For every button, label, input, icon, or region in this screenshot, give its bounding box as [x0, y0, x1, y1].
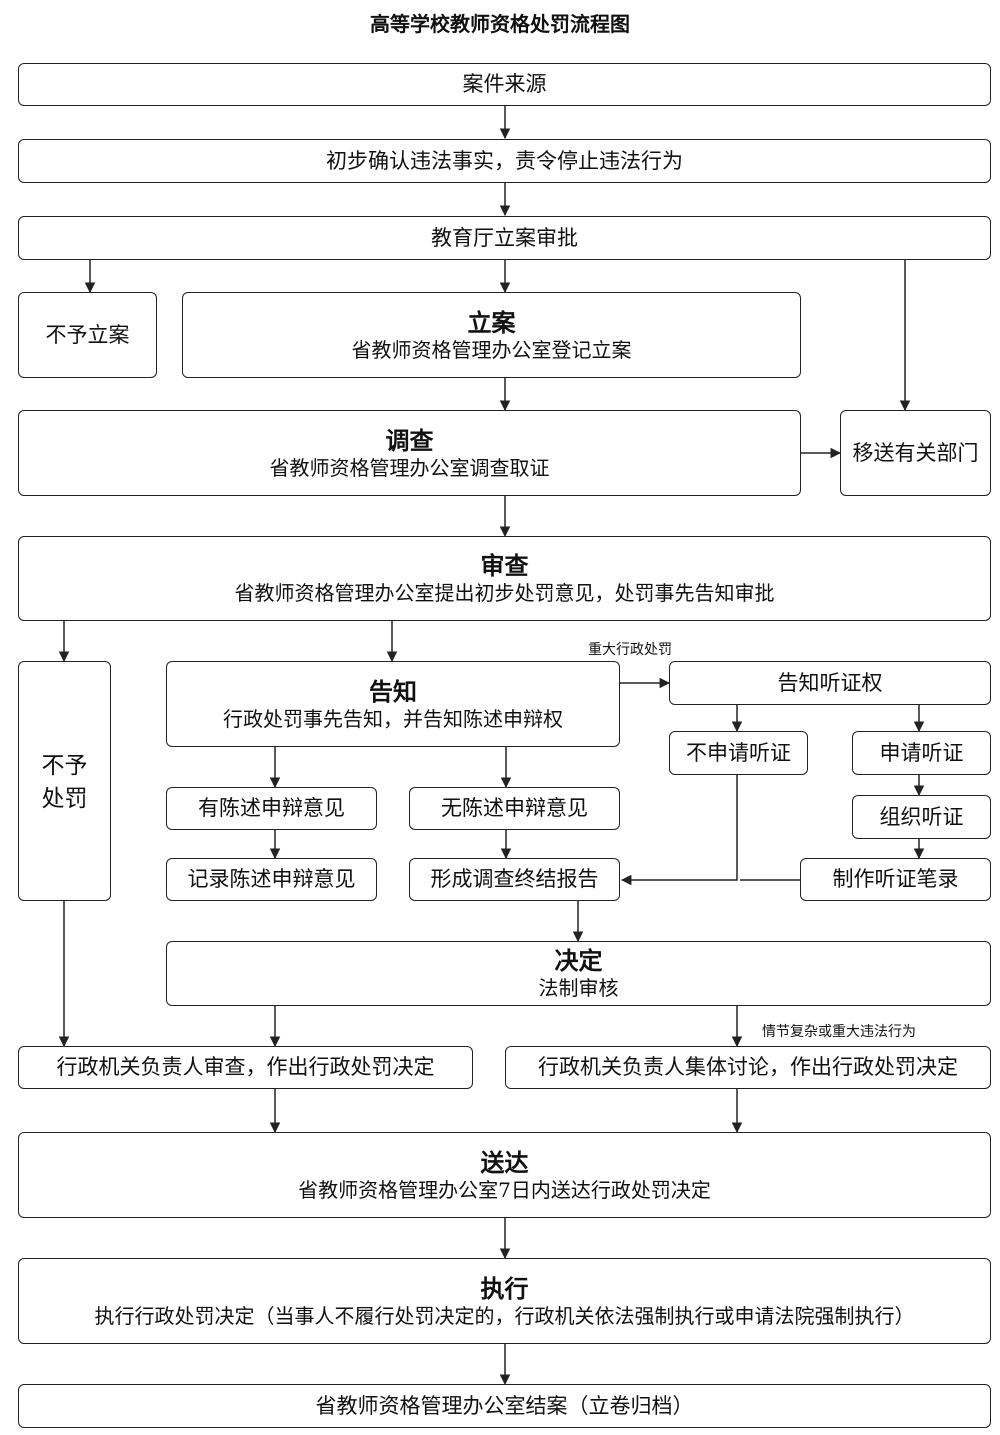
node-has-statement: 有陈述申辩意见: [166, 787, 377, 830]
node-record-statement: 记录陈述申辩意见: [166, 858, 377, 901]
node-execute: 执行 执行行政处罚决定（当事人不履行处罚决定的，行政机关依法强制执行或申请法院强…: [18, 1258, 991, 1344]
node-deliver-detail: 省教师资格管理办公室7日内送达行政处罚决定: [298, 1177, 711, 1202]
node-has-statement-label: 有陈述申辩意见: [198, 796, 345, 821]
arrow-nohearing-report: [620, 775, 738, 886]
node-filing-detail: 省教师资格管理办公室登记立案: [351, 337, 632, 362]
node-no-statement: 无陈述申辩意见: [409, 787, 620, 830]
node-execute-detail: 执行行政处罚决定（当事人不履行处罚决定的，行政机关依法强制执行或申请法院强制执行…: [94, 1303, 915, 1328]
node-notify-heading: 告知: [369, 677, 417, 706]
node-collective: 行政机关负责人集体讨论，作出行政处罚决定: [505, 1046, 991, 1089]
node-apply-hearing-label: 申请听证: [879, 740, 964, 765]
node-review-heading: 审查: [480, 552, 529, 580]
node-final-report: 形成调查终结报告: [409, 858, 620, 901]
node-hearing-record: 制作听证笔录: [800, 858, 991, 901]
node-no-penalty: 不予 处罚: [18, 661, 111, 901]
node-no-penalty-line1: 不予: [41, 753, 88, 779]
node-confirm: 初步确认违法事实，责令停止违法行为: [18, 139, 991, 183]
note-complex-case: 情节复杂或重大违法行为: [762, 1024, 916, 1040]
node-investigate: 调查 省教师资格管理办公室调查取证: [18, 410, 801, 496]
node-source: 案件来源: [18, 63, 991, 106]
node-confirm-label: 初步确认违法事实，责令停止违法行为: [326, 148, 683, 173]
node-no-hearing: 不申请听证: [669, 731, 808, 775]
node-record-statement-label: 记录陈述申辩意见: [187, 867, 356, 892]
node-hearing-right-label: 告知听证权: [777, 670, 883, 695]
node-filing-heading: 立案: [467, 308, 516, 337]
node-review-detail: 省教师资格管理办公室提出初步处罚意见，处罚事先告知审批: [234, 581, 775, 605]
node-approval-label: 教育厅立案审批: [431, 225, 578, 250]
node-decision-detail: 法制审核: [538, 976, 619, 1000]
node-notify-detail: 行政处罚事先告知，并告知陈述申辩权: [223, 706, 563, 731]
node-filing: 立案 省教师资格管理办公室登记立案: [182, 292, 801, 378]
node-source-label: 案件来源: [462, 72, 547, 97]
node-execute-heading: 执行: [480, 1274, 529, 1303]
node-close-label: 省教师资格管理办公室结案（立卷归档）: [315, 1393, 694, 1418]
node-no-penalty-line2: 处罚: [41, 786, 88, 813]
node-organize-hearing-label: 组织听证: [879, 804, 964, 829]
node-approval: 教育厅立案审批: [18, 216, 991, 260]
node-no-hearing-label: 不申请听证: [686, 740, 791, 765]
node-hearing-record-label: 制作听证笔录: [832, 867, 959, 892]
node-close: 省教师资格管理办公室结案（立卷归档）: [18, 1384, 991, 1428]
node-no-statement-label: 无陈述申辩意见: [441, 796, 588, 821]
node-hearing-right: 告知听证权: [669, 661, 991, 705]
node-decision-heading: 决定: [554, 947, 603, 975]
node-transfer: 移送有关部门: [840, 410, 991, 496]
node-deliver-heading: 送达: [480, 1148, 529, 1177]
node-investigate-detail: 省教师资格管理办公室调查取证: [269, 455, 550, 480]
node-organize-hearing: 组织听证: [852, 795, 991, 839]
node-decision: 决定 法制审核: [166, 941, 991, 1006]
chart-title: 高等学校教师资格处罚流程图: [370, 12, 630, 36]
note-major-penalty: 重大行政处罚: [588, 642, 672, 658]
node-final-report-label: 形成调查终结报告: [430, 867, 599, 892]
node-no-case-label: 不予立案: [45, 322, 130, 347]
node-head-review: 行政机关负责人审查，作出行政处罚决定: [18, 1046, 473, 1089]
node-no-case: 不予立案: [18, 292, 157, 378]
node-collective-label: 行政机关负责人集体讨论，作出行政处罚决定: [538, 1055, 958, 1080]
node-apply-hearing: 申请听证: [852, 731, 991, 775]
node-investigate-heading: 调查: [385, 426, 434, 455]
node-head-review-label: 行政机关负责人审查，作出行政处罚决定: [56, 1055, 435, 1080]
node-notify: 告知 行政处罚事先告知，并告知陈述申辩权: [166, 661, 620, 747]
node-deliver: 送达 省教师资格管理办公室7日内送达行政处罚决定: [18, 1132, 991, 1218]
node-transfer-label: 移送有关部门: [852, 440, 979, 465]
node-review: 审查 省教师资格管理办公室提出初步处罚意见，处罚事先告知审批: [18, 536, 991, 621]
